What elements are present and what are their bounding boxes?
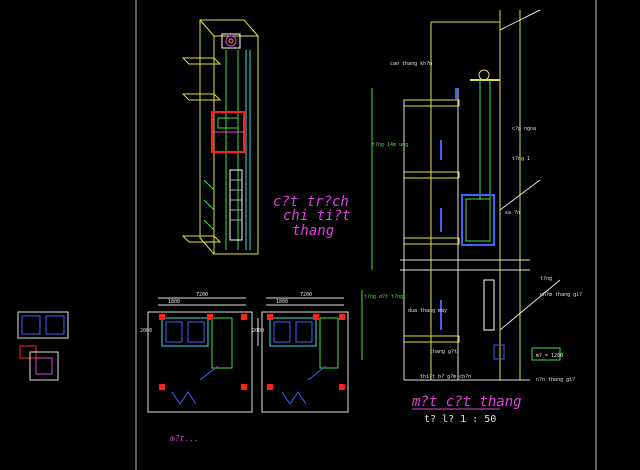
dim-3: 1800 (276, 299, 288, 305)
elevation-title-block: m?t c?t thang t? l? 1 : 50 (411, 394, 522, 425)
plan-left (147, 311, 253, 413)
dim-2: 1800 (168, 299, 180, 305)
section-title: c?t tr?ch chi ti?t thang (273, 194, 350, 239)
plan-caption: m?t... (169, 434, 199, 443)
label-3: t?ng 1 (512, 156, 530, 162)
label-1: t?ng 14m ung (372, 142, 408, 148)
label-12: t?ng (540, 276, 552, 282)
dim-0: 7200 (196, 292, 208, 298)
thumbnails (17, 311, 69, 381)
elevator-3d-section (181, 19, 259, 255)
label-9: ph?m thang gi? (540, 292, 582, 298)
label-10: n?n thang gi? (536, 377, 575, 383)
section-title-line-2: chi ti?t (283, 208, 350, 224)
section-title-line-1: c?t tr?ch (273, 194, 349, 210)
sheet-frame (135, 0, 597, 470)
dim-5: 2000 (252, 328, 264, 334)
label-7: thi?t b? g?m ch?n (420, 374, 471, 380)
label-6: thang g?t (430, 349, 457, 355)
elevation-labels: cao thang kh?m t?ng 14m ung c?p ngoa t?n… (364, 61, 582, 383)
elevation-scale: t? l? 1 : 50 (424, 414, 496, 425)
elevation-title: m?t c?t thang (411, 394, 522, 410)
label-5: dua thang may (408, 308, 447, 314)
plan-dimensions: 7200 7200 1800 1800 2000 2000 (140, 292, 312, 334)
label-0: cao thang kh?m (390, 61, 432, 67)
label-11: m? = 1200 (536, 353, 563, 359)
car-frame (211, 111, 245, 153)
dim-4: 2000 (140, 328, 152, 334)
elevation-section (361, 9, 561, 381)
label-8: sa ?n (505, 210, 520, 216)
floor-plans (147, 297, 349, 413)
dim-1: 7200 (300, 292, 312, 298)
section-title-line-3: thang (292, 223, 334, 239)
machine-room (221, 33, 241, 49)
plan-right (261, 311, 349, 413)
label-4: t?ng d?t t?ng (364, 294, 403, 300)
label-2: c?p ngoa (512, 126, 536, 132)
